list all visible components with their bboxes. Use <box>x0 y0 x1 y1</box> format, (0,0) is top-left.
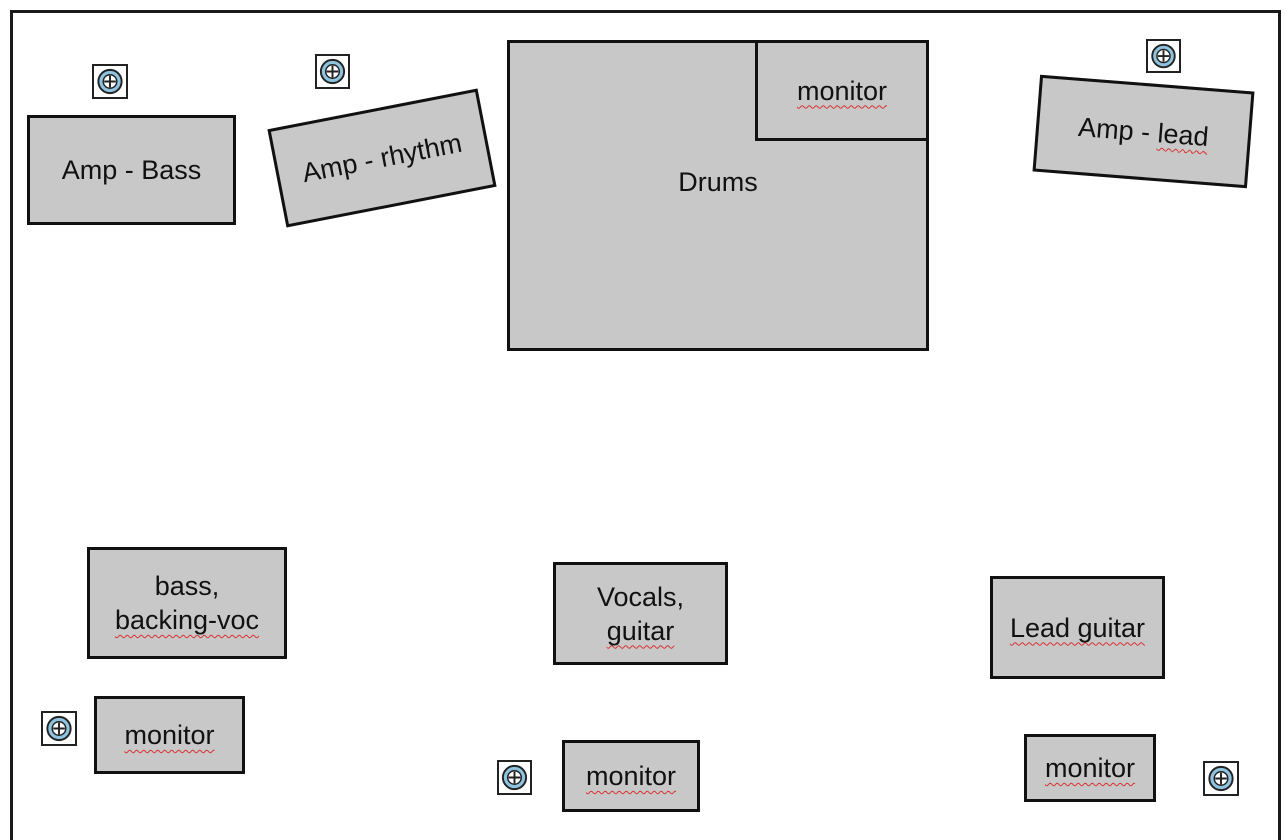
microphone-icon <box>41 711 77 746</box>
monitor-left-box: monitor <box>94 696 245 774</box>
amp-lead-box: Amp - lead <box>1032 74 1255 189</box>
vocals-label-line1: Vocals, <box>596 581 685 612</box>
bass-label-line1: bass, <box>154 571 220 601</box>
amp-lead-squiggle-word: lead <box>1156 117 1210 152</box>
microphone-icon <box>1146 39 1181 73</box>
vocals-label-line2: guitar <box>606 615 675 646</box>
microphone-icon <box>92 64 128 99</box>
amp-lead-label: Amp - lead <box>1077 109 1210 153</box>
monitor-center-box: monitor <box>562 740 700 812</box>
monitor-right-label: monitor <box>1044 753 1136 783</box>
monitor-right-box: monitor <box>1024 734 1156 802</box>
amp-rhythm-label: Amp - rhythm <box>299 127 465 189</box>
amp-bass-box: Amp - Bass <box>27 115 236 225</box>
microphone-icon <box>315 54 350 89</box>
lead-guitar-box: Lead guitar <box>990 576 1165 679</box>
drum-monitor-box: monitor <box>755 40 929 141</box>
microphone-icon <box>1203 761 1239 796</box>
drums-box: Drums monitor <box>507 40 929 351</box>
stage-plot-canvas: Amp - Bass Amp - rhythm Drums monitor Am… <box>10 10 1281 840</box>
monitor-left-label: monitor <box>124 720 215 750</box>
lead-guitar-label: Lead guitar <box>1009 612 1146 643</box>
amp-rhythm-box: Amp - rhythm <box>267 88 497 228</box>
monitor-center-label: monitor <box>585 761 677 791</box>
drums-label: Drums <box>678 167 758 197</box>
amp-bass-label: Amp - Bass <box>61 155 202 185</box>
bass-position-box: bass, backing-voc <box>87 547 287 659</box>
drum-monitor-label: monitor <box>796 75 888 106</box>
amp-lead-text: Amp - lead <box>1077 111 1210 152</box>
vocals-position-box: Vocals, guitar <box>553 562 728 665</box>
bass-label-line2: backing-voc <box>114 605 260 635</box>
microphone-icon <box>497 760 532 795</box>
